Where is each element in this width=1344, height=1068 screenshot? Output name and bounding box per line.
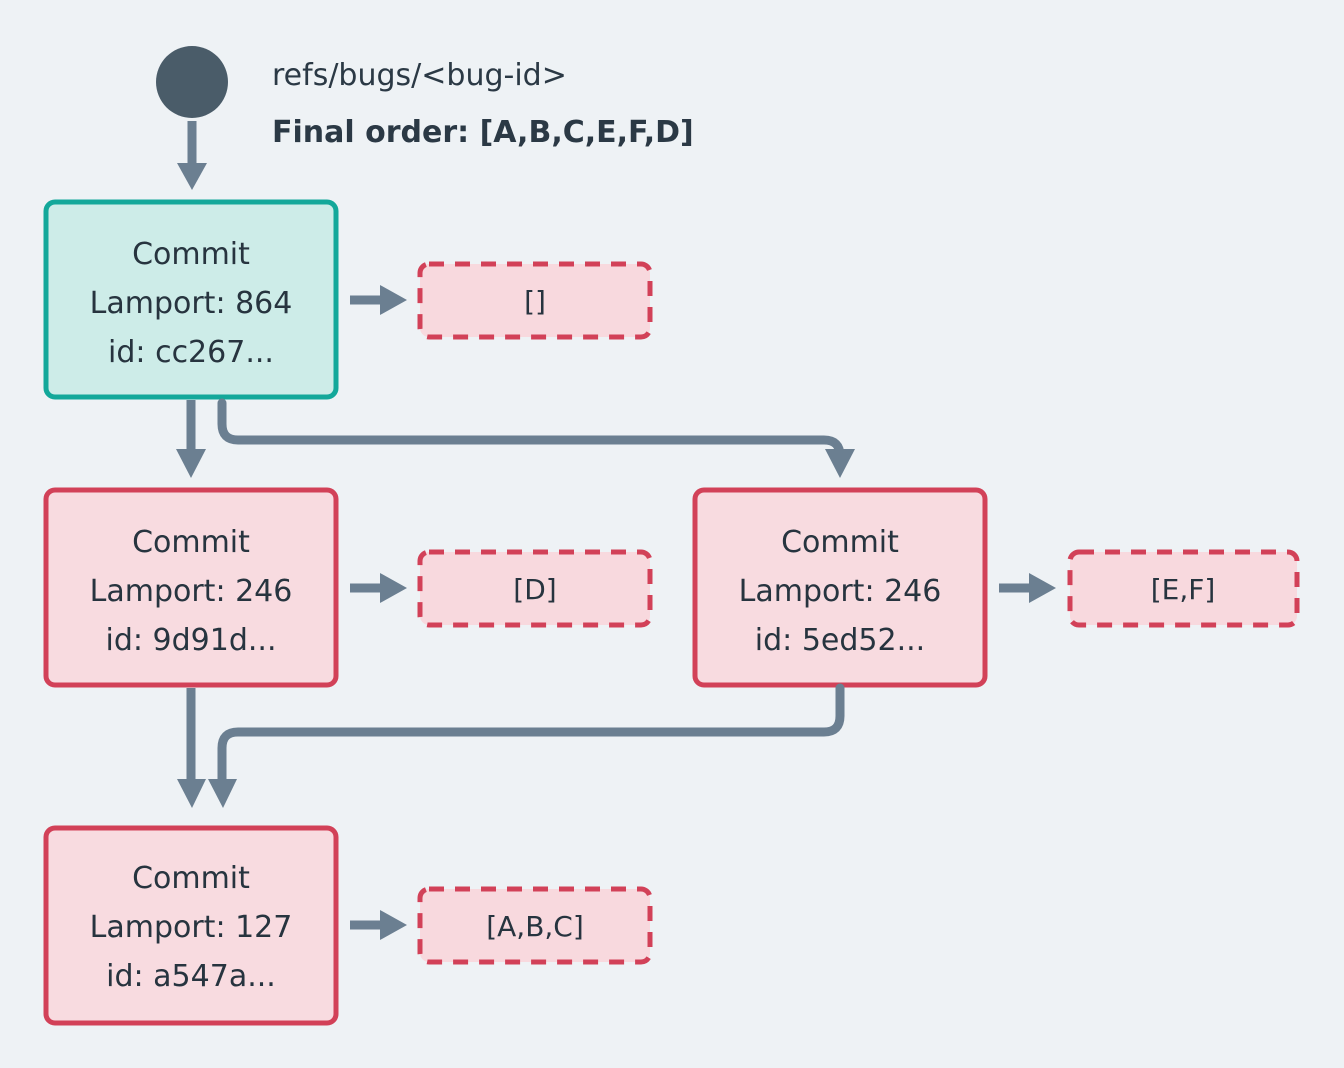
commit-id: id: a547a... <box>106 959 276 994</box>
commit-title: Commit <box>132 237 250 272</box>
commit-node-cc267[interactable]: Commit Lamport: 864 id: cc267... <box>43 199 339 400</box>
commit-lamport: Lamport: 127 <box>90 910 293 945</box>
edge-commit-cc267-to-commit-5ed52 <box>217 398 855 478</box>
commit-box[interactable] <box>43 825 339 1026</box>
edge-commit-cc267-to-ops-empty <box>350 285 407 315</box>
edge-commit-a547a-to-ops-abc <box>350 910 407 940</box>
ops-box-rect[interactable] <box>417 549 653 628</box>
edge-commit-9d91d-to-commit-a547a <box>177 688 206 808</box>
commit-title: Commit <box>132 525 250 560</box>
commit-box[interactable] <box>43 199 339 400</box>
ref-path-label: refs/bugs/<bug-id> <box>272 58 567 93</box>
commit-lamport: Lamport: 246 <box>739 574 942 609</box>
commit-node-a547a[interactable]: Commit Lamport: 127 id: a547a... <box>43 825 339 1026</box>
ops-box-abc[interactable]: [A,B,C] <box>417 886 653 965</box>
commit-title: Commit <box>781 525 899 560</box>
ops-box-label: [E,F] <box>1151 573 1216 606</box>
commit-node-5ed52[interactable]: Commit Lamport: 246 id: 5ed52... <box>692 487 988 688</box>
ops-box-label: [D] <box>513 573 556 606</box>
commit-id: id: cc267... <box>108 335 274 370</box>
ops-box-rect[interactable] <box>1067 549 1300 628</box>
ops-box-rect[interactable] <box>417 261 653 340</box>
commit-id: id: 5ed52... <box>755 623 925 658</box>
commit-title: Commit <box>132 861 250 896</box>
edge-root-to-commit-cc267 <box>177 121 207 190</box>
ops-box-rect[interactable] <box>417 886 653 965</box>
edge-commit-cc267-to-commit-9d91d <box>176 400 206 478</box>
root-dot-icon <box>156 46 228 118</box>
final-order-label: Final order: [A,B,C,E,F,D] <box>272 115 694 150</box>
edge-commit-5ed52-to-commit-a547a <box>208 683 845 808</box>
ops-box-d[interactable]: [D] <box>417 549 653 628</box>
ops-box-label: [] <box>524 285 546 318</box>
commit-node-9d91d[interactable]: Commit Lamport: 246 id: 9d91d... <box>43 487 339 688</box>
commit-lamport: Lamport: 864 <box>90 286 293 321</box>
ops-box-ef[interactable]: [E,F] <box>1067 549 1300 628</box>
edge-commit-9d91d-to-ops-d <box>350 573 407 603</box>
ops-box-label: [A,B,C] <box>486 910 584 943</box>
edge-commit-5ed52-to-ops-ef <box>999 573 1056 603</box>
commit-box[interactable] <box>43 487 339 688</box>
commit-id: id: 9d91d... <box>106 623 277 658</box>
ops-box-empty[interactable]: [] <box>417 261 653 340</box>
commit-lamport: Lamport: 246 <box>90 574 293 609</box>
